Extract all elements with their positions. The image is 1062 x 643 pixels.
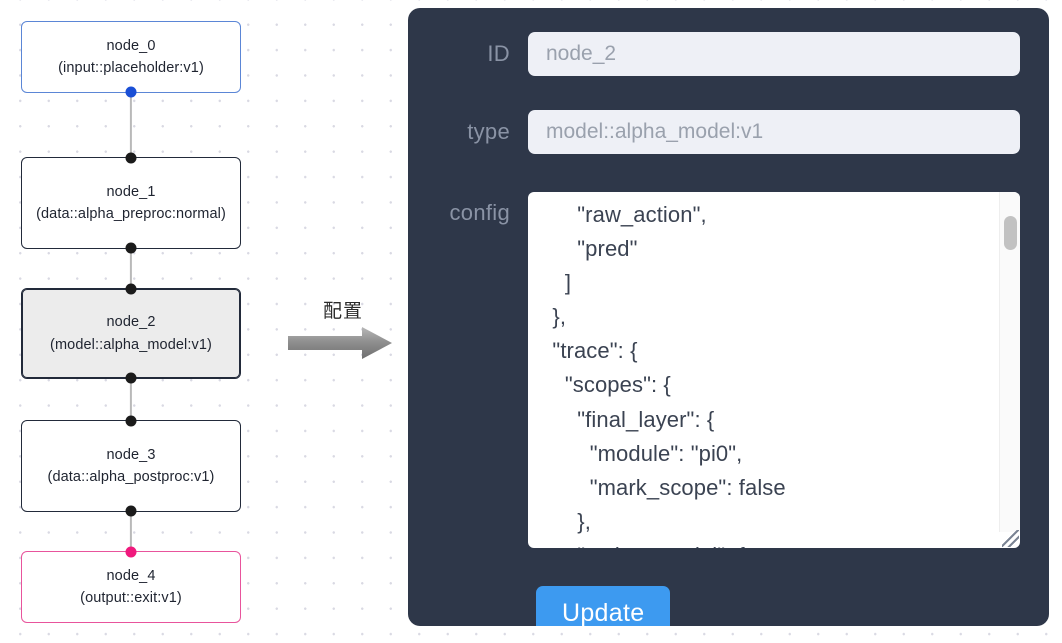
edge-node0-node1 xyxy=(129,92,133,156)
id-input[interactable] xyxy=(528,32,1020,76)
edge-node1-node2 xyxy=(129,248,133,288)
graph-node-node_1[interactable]: node_1 (data::alpha_preproc:normal) xyxy=(21,152,241,254)
config-scrollbar-thumb[interactable] xyxy=(1004,216,1017,250)
node-title: node_3 xyxy=(106,446,156,463)
node-handle-source[interactable] xyxy=(125,372,137,384)
node-handle-target[interactable] xyxy=(125,283,137,295)
update-button[interactable]: Update xyxy=(536,586,671,626)
node-handle-target[interactable] xyxy=(125,546,137,558)
node-handle-target[interactable] xyxy=(125,415,137,427)
graph-node-node_4[interactable]: node_4 (output::exit:v1) xyxy=(21,546,241,623)
node-config-panel: ID type config "raw_action", "pred" ] },… xyxy=(408,8,1049,626)
graph-node-node_3[interactable]: node_3 (data::alpha_postproc:v1) xyxy=(21,415,241,517)
config-textarea-wrapper: "raw_action", "pred" ] }, "trace": { "sc… xyxy=(528,192,1020,548)
node-handle-source[interactable] xyxy=(125,505,137,517)
node-subtitle: (input::placeholder:v1) xyxy=(58,60,204,76)
type-input[interactable] xyxy=(528,110,1020,154)
resize-grip-icon[interactable] xyxy=(1002,530,1019,547)
graph-node-node_0[interactable]: node_0 (input::placeholder:v1) xyxy=(21,21,241,98)
node-subtitle: (data::alpha_postproc:v1) xyxy=(47,469,215,485)
id-field-label: ID xyxy=(487,41,510,66)
node-title: node_2 xyxy=(106,314,156,331)
config-scrollbar[interactable] xyxy=(999,192,1020,532)
field-row-id: ID xyxy=(408,32,1020,76)
node-title: node_0 xyxy=(106,37,156,54)
edge-node2-node3 xyxy=(129,378,133,420)
node-title: node_4 xyxy=(106,567,156,584)
annotation-label: 配置 xyxy=(322,300,363,322)
node-subtitle: (model::alpha_model:v1) xyxy=(50,336,212,353)
annotation-arrow-group: 配置 xyxy=(288,296,398,360)
right-arrow-icon xyxy=(288,327,392,359)
edge-node3-node4 xyxy=(129,512,133,550)
node-subtitle: (output::exit:v1) xyxy=(80,590,182,606)
node-handle-target[interactable] xyxy=(125,152,137,164)
node-handle-source[interactable] xyxy=(125,86,137,98)
graph-node-node_2[interactable]: node_2 (model::alpha_model:v1) xyxy=(21,283,241,384)
config-field-label: config xyxy=(449,200,510,225)
field-row-type: type xyxy=(408,110,1020,154)
node-title: node_1 xyxy=(106,183,156,200)
node-handle-source[interactable] xyxy=(125,242,137,254)
config-textarea[interactable]: "raw_action", "pred" ] }, "trace": { "sc… xyxy=(528,192,990,548)
field-row-config: config "raw_action", "pred" ] }, "trace"… xyxy=(408,192,1020,548)
type-field-label: type xyxy=(467,119,510,144)
node-subtitle: (data::alpha_preproc:normal) xyxy=(36,206,226,222)
